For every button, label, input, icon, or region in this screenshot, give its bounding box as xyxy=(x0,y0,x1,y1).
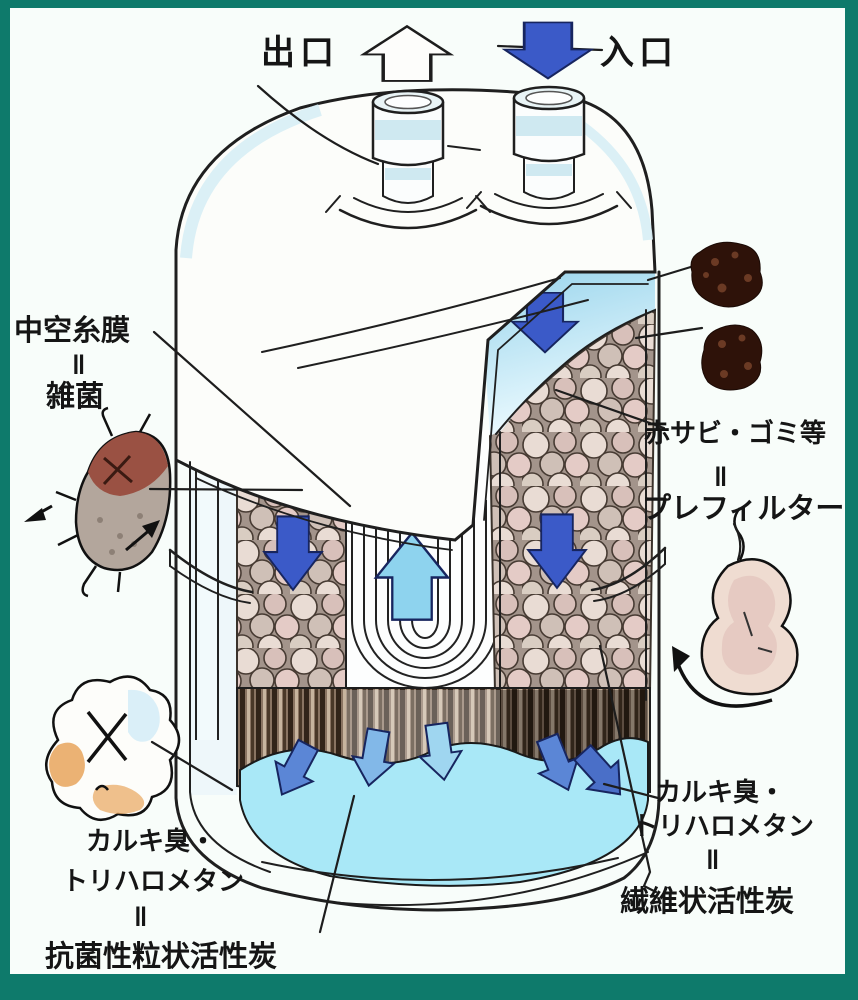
prefilter-callout-line xyxy=(554,388,666,430)
rust-particle xyxy=(690,241,763,308)
granular-carbon-label-group: カルキ臭・ トリハロメタン ‖ 抗菌性粒状活性炭 xyxy=(45,826,277,973)
hollow-fiber-bundle xyxy=(351,500,499,689)
equals-mark: ‖ xyxy=(706,845,719,875)
odor-cloud-illustration xyxy=(45,675,181,821)
equals-mark: ‖ xyxy=(72,350,85,380)
fibrous-carbon-label: 繊維状活性炭 xyxy=(620,885,794,918)
cartridge-body xyxy=(168,270,667,912)
bacteria-label: 雑菌 xyxy=(45,380,104,413)
chlorine-left-callout-line xyxy=(150,740,234,792)
equals-mark: ‖ xyxy=(714,462,727,492)
chlorine-label: カルキ臭・ xyxy=(655,777,785,807)
rust-particle xyxy=(701,324,763,391)
outlet-label: 出口 xyxy=(261,34,339,72)
inlet-port xyxy=(466,85,632,226)
bacteria-illustration xyxy=(24,406,172,598)
trapped-particle-illustration xyxy=(672,507,799,708)
inlet-channel xyxy=(484,252,655,436)
equals-mark: ‖ xyxy=(134,902,147,932)
inlet-label: 入口 xyxy=(600,34,678,72)
trihalomethane-label: トリハロメタン xyxy=(632,811,814,841)
hollow-fiber-label-group: 中空糸膜 ‖ 雑菌 xyxy=(14,313,130,413)
outlet-callout-line xyxy=(256,84,380,166)
prefilter-particle-line xyxy=(732,522,742,562)
bacteria-callout-line xyxy=(148,487,304,492)
rust-particles-illustration xyxy=(634,241,763,391)
rust-dust-label: 赤サビ・ゴミ等 xyxy=(644,418,826,448)
fibrous-carbon-label-group: カルキ臭・ トリハロメタン ‖ 繊維状活性炭 xyxy=(620,777,814,918)
granular-carbon-callout-line xyxy=(318,794,356,934)
fibrous-carbon-callout-line xyxy=(598,644,658,894)
cartridge-cap xyxy=(174,88,657,551)
body-rim xyxy=(168,546,667,604)
granular-carbon-label: 抗菌性粒状活性炭 xyxy=(45,939,277,973)
hollow-fiber-label: 中空糸膜 xyxy=(14,313,130,347)
chlorine-right-callout-line xyxy=(602,782,660,800)
outlet-port xyxy=(325,89,491,230)
trihalomethane-label: トリハロメタン xyxy=(62,866,244,896)
hollow-fiber-callout-line xyxy=(152,330,352,508)
prefilter-label: プレフィルター xyxy=(642,492,844,525)
chlorine-label: カルキ臭・ xyxy=(86,826,216,856)
prefilter-label-group: 赤サビ・ゴミ等 ‖ プレフィルター xyxy=(642,418,844,525)
